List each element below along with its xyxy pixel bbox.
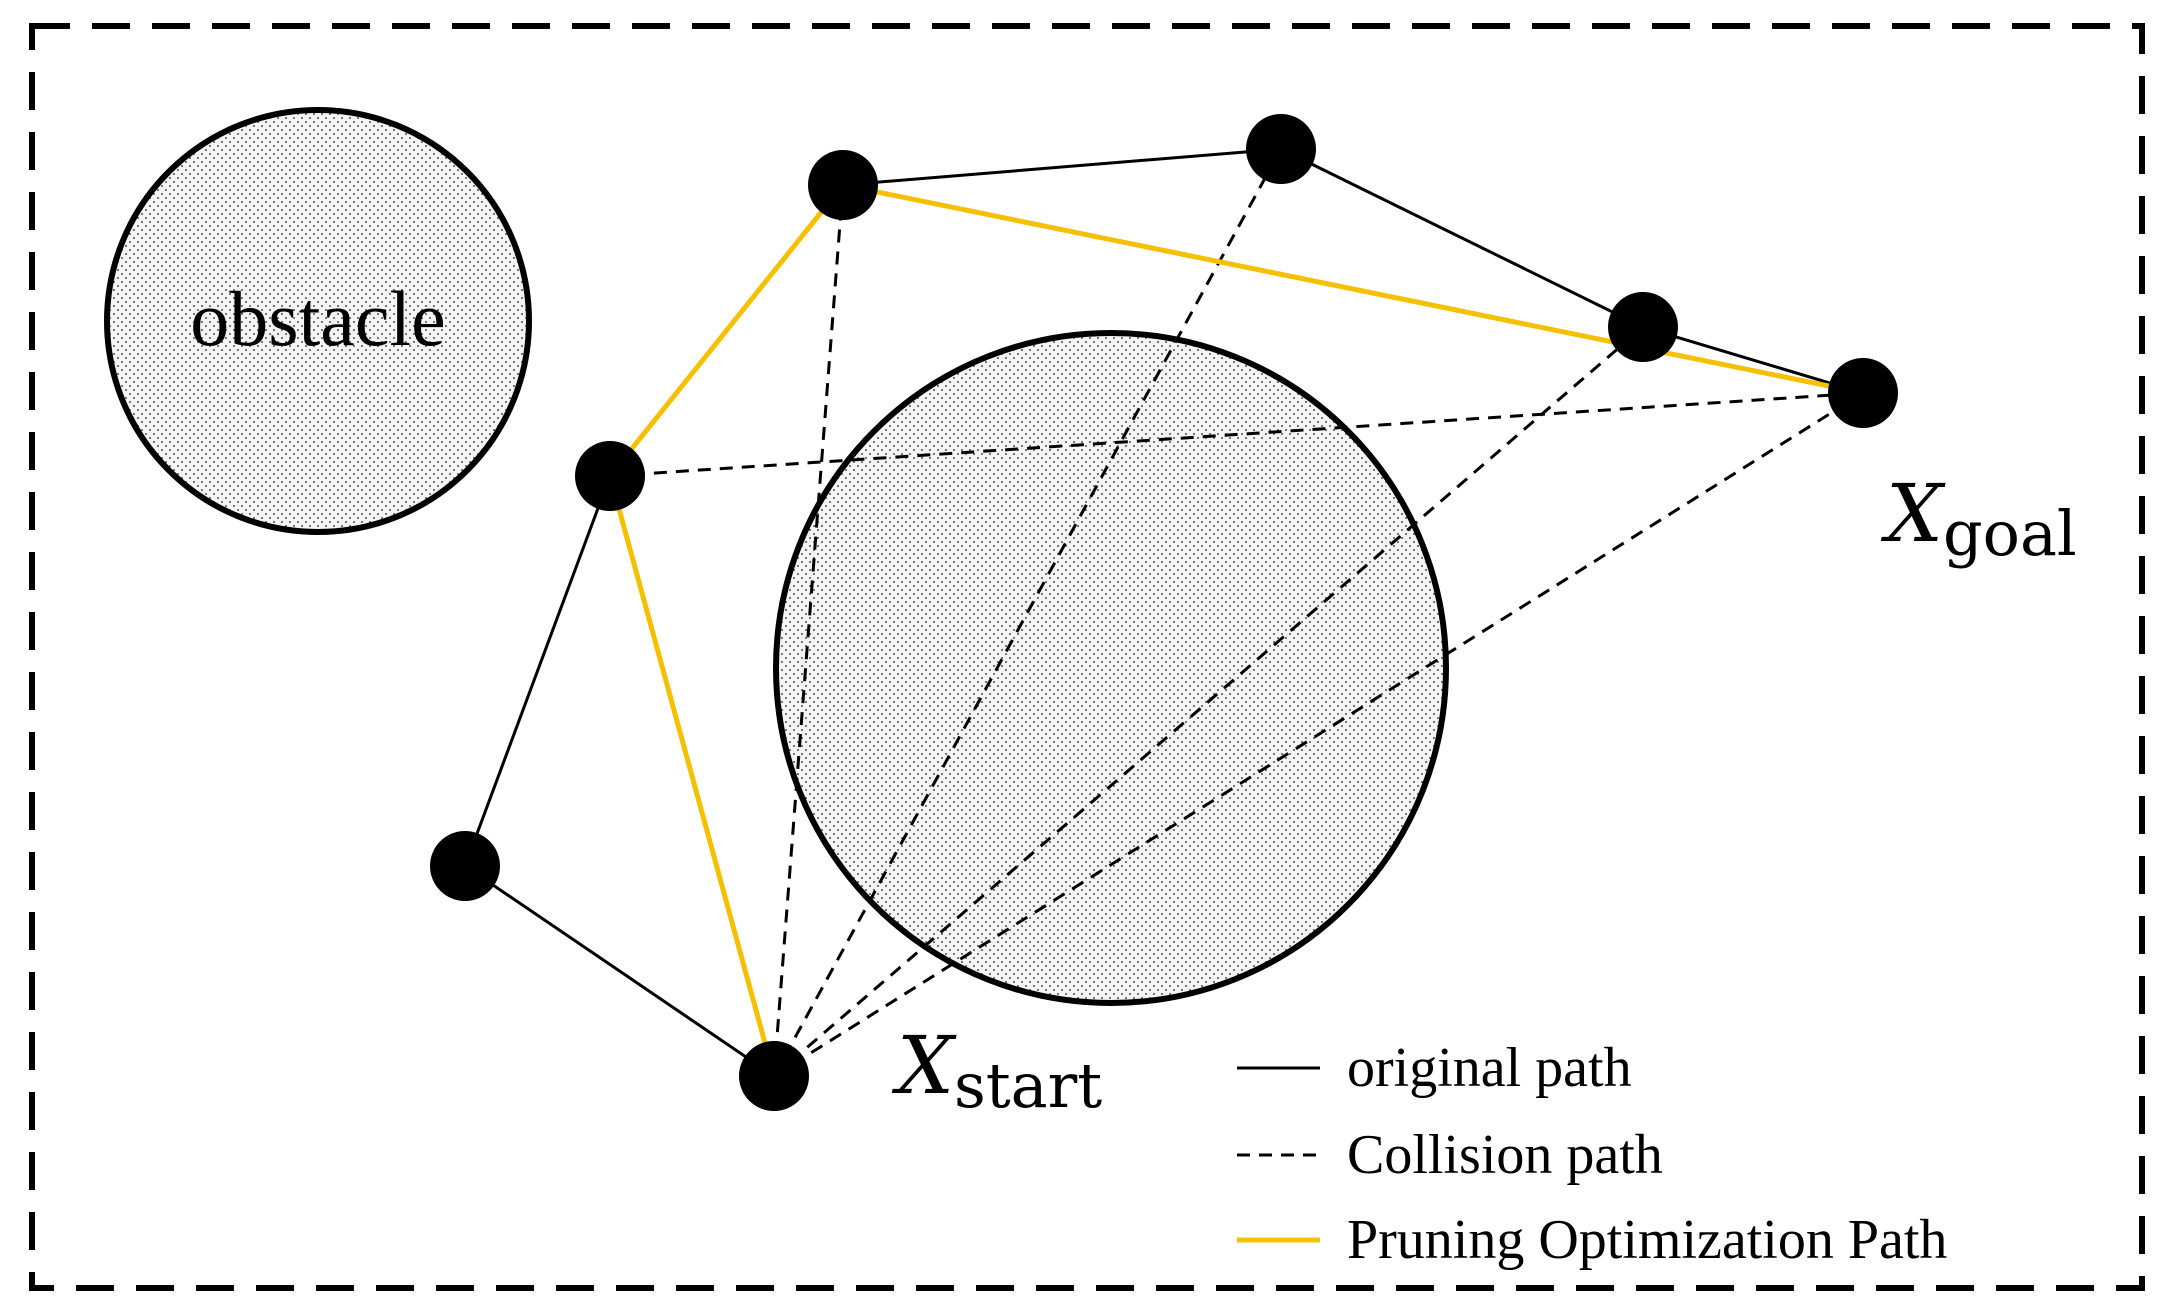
node	[1246, 114, 1316, 184]
legend: original path Collision path Pruning Opt…	[1237, 1037, 1947, 1271]
obstacle-small	[104, 107, 532, 535]
goal-label: Xgoal	[1880, 467, 2077, 570]
collision-edge	[609, 391, 1864, 478]
start-symbol: X	[891, 1019, 957, 1112]
collision-edge	[773, 391, 1864, 1078]
path-nodes	[430, 114, 1898, 1111]
node	[575, 441, 645, 511]
pruning-optimization-path	[607, 182, 1864, 1077]
node	[430, 831, 500, 901]
start-label: Xstart	[891, 1019, 1102, 1122]
obstacle-label: obstacle	[190, 275, 446, 362]
original-edge	[463, 475, 612, 867]
original-path	[463, 147, 1864, 1078]
start-subscript: start	[954, 1049, 1102, 1122]
original-edge	[1280, 147, 1644, 329]
pruning-edge	[607, 475, 777, 1077]
pruning-edge	[842, 182, 1864, 396]
legend-label-original: original path	[1347, 1037, 1632, 1099]
collision-edge	[773, 325, 1644, 1078]
node-goal	[1828, 358, 1898, 428]
original-edge	[1642, 325, 1864, 395]
goal-subscript: goal	[1943, 497, 2077, 570]
obstacle-large	[773, 330, 1449, 1006]
node	[808, 150, 878, 220]
pruning-edge	[608, 183, 845, 478]
original-edge	[464, 864, 775, 1078]
collision-paths	[609, 148, 1864, 1078]
legend-label-collision: Collision path	[1347, 1124, 1663, 1186]
goal-symbol: X	[1880, 467, 1946, 560]
collision-edge	[772, 148, 1283, 1077]
collision-edge	[772, 184, 845, 1077]
node	[1608, 292, 1678, 362]
node-start	[739, 1041, 809, 1111]
original-edge	[842, 147, 1282, 187]
legend-label-pruning: Pruning Optimization Path	[1347, 1209, 1947, 1271]
dashed-border-frame	[29, 23, 2145, 1291]
